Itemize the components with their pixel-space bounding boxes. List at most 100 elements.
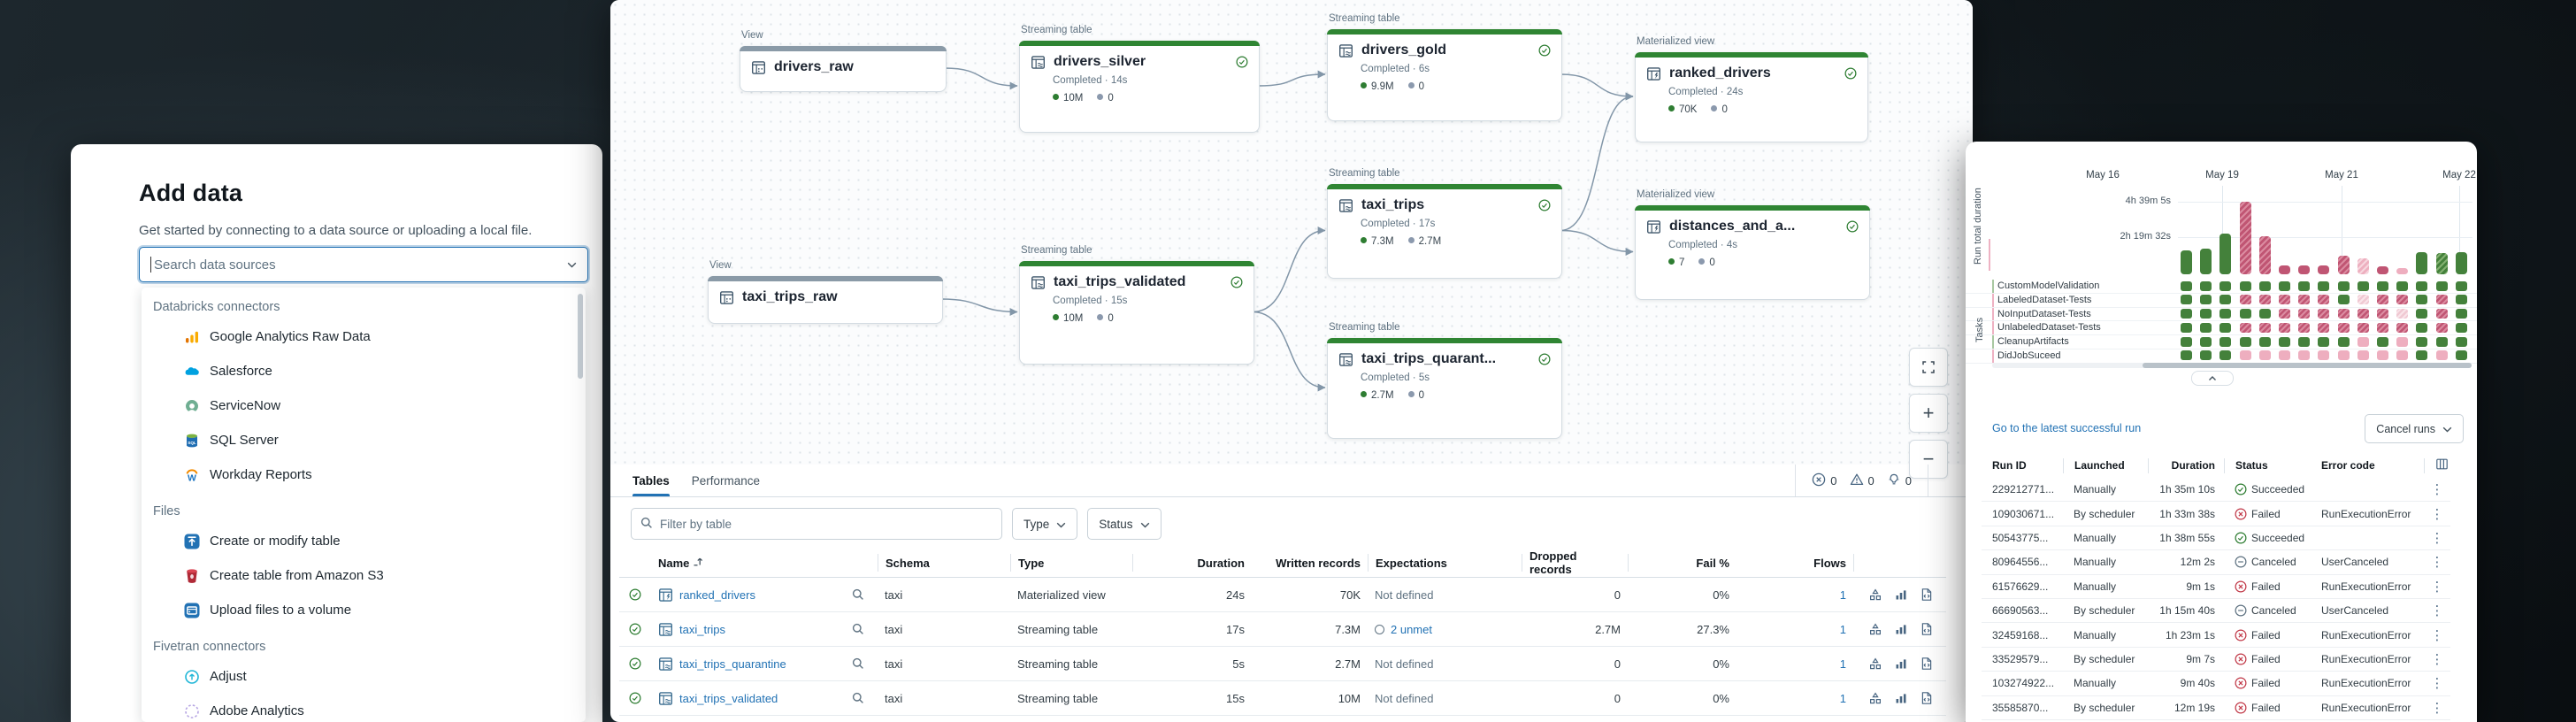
run-row-32459168[interactable]: 32459168... Manually 1h 23m 1s Failed Ru… [1982, 623, 2450, 648]
task-cell[interactable] [2377, 309, 2388, 319]
task-cell[interactable] [2220, 336, 2232, 347]
task-cell[interactable] [2258, 322, 2271, 333]
run-bar-8[interactable] [2318, 265, 2330, 274]
runs-column-header-status[interactable]: Status [2224, 457, 2311, 473]
column-header-fail-[interactable]: Fail % [1628, 554, 1736, 572]
task-cell[interactable] [2258, 336, 2271, 347]
search-row-icon[interactable] [852, 623, 864, 635]
file-code-icon[interactable] [1920, 657, 1934, 671]
task-cell[interactable] [2258, 309, 2271, 319]
run-id-cell[interactable]: 66690563... [1992, 604, 2049, 618]
row-menu-kebab-icon[interactable]: ⋮ [2430, 482, 2444, 498]
task-cell[interactable] [2416, 280, 2428, 291]
task-cell[interactable] [2298, 336, 2311, 347]
column-header-written-records[interactable]: Written records [1276, 556, 1361, 570]
file-code-icon[interactable] [1920, 691, 1934, 705]
task-cell[interactable] [2298, 322, 2311, 333]
connector-item-adjust[interactable]: Adjust [142, 659, 586, 694]
task-cell[interactable] [2416, 309, 2428, 319]
task-cell[interactable] [2279, 295, 2290, 305]
run-row-80964556[interactable]: 80964556... Manually 12m 2s Canceled Use… [1982, 550, 2450, 575]
task-cell[interactable] [2357, 350, 2369, 361]
task-cell[interactable] [2396, 295, 2409, 305]
task-cell[interactable] [2396, 309, 2409, 319]
connector-item-create-or-modify-table[interactable]: Create or modify table [142, 524, 586, 558]
task-cell[interactable] [2220, 280, 2232, 291]
filter-by-table-input[interactable]: Filter by table [631, 508, 1002, 540]
row-menu-kebab-icon[interactable]: ⋮ [2430, 700, 2444, 716]
task-cell[interactable] [2279, 350, 2290, 361]
task-cell[interactable] [2298, 280, 2311, 291]
task-cell[interactable] [2377, 350, 2388, 361]
task-cell[interactable] [2279, 280, 2290, 291]
matrix-scrollbar-thumb[interactable] [2143, 363, 2472, 368]
task-cell[interactable] [2455, 309, 2467, 319]
zoom-out-button[interactable]: − [1909, 440, 1948, 479]
row-menu-kebab-icon[interactable]: ⋮ [2430, 555, 2444, 571]
task-cell[interactable] [2239, 350, 2251, 361]
run-row-50543775[interactable]: 50543775... Manually 1h 38m 55s Succeede… [1982, 526, 2450, 551]
runs-column-header-duration[interactable]: Duration [2148, 457, 2224, 473]
task-cell[interactable] [2357, 336, 2369, 347]
row-menu-kebab-icon[interactable]: ⋮ [2430, 530, 2444, 546]
expectations-cell[interactable]: 2 unmet [1368, 623, 1522, 636]
run-row-103274922[interactable]: 103274922... Manually 9m 40s Failed RunE… [1982, 672, 2450, 696]
task-cell[interactable] [2181, 309, 2192, 319]
task-cell[interactable] [2416, 350, 2428, 361]
task-cell[interactable] [2239, 295, 2251, 305]
task-cell[interactable] [2357, 322, 2369, 333]
task-cell[interactable] [2200, 322, 2212, 333]
table-name-link[interactable]: taxi_trips_quarantine [679, 657, 786, 671]
task-cell[interactable] [2239, 309, 2251, 319]
connector-item-create-table-from-amazon-s3[interactable]: Create table from Amazon S3 [142, 558, 586, 593]
bar-chart-icon[interactable] [1894, 588, 1908, 602]
counter-bulb[interactable]: 0 [1887, 472, 1912, 489]
column-header-dropped-records[interactable]: Dropped records [1522, 549, 1628, 576]
task-cell[interactable] [2239, 280, 2251, 291]
task-cell[interactable] [2455, 322, 2467, 333]
row-menu-kebab-icon[interactable]: ⋮ [2430, 579, 2444, 595]
task-cell[interactable] [2298, 295, 2311, 305]
task-cell[interactable] [2337, 350, 2350, 361]
task-cell[interactable] [2337, 295, 2350, 305]
flow-icon[interactable] [1868, 622, 1882, 636]
columns-settings[interactable] [2424, 457, 2450, 473]
task-cell[interactable] [2318, 336, 2330, 347]
task-cell[interactable] [2435, 322, 2448, 333]
run-id-cell[interactable]: 229212771... [1992, 483, 2055, 496]
task-cell[interactable] [2377, 336, 2388, 347]
flows-cell[interactable]: 1 [1839, 657, 1846, 671]
task-cell[interactable] [2318, 280, 2330, 291]
task-cell[interactable] [2455, 295, 2467, 305]
task-cell[interactable] [2258, 280, 2271, 291]
table-row-taxi_trips_validated[interactable]: taxi_trips_validated taxi Streaming tabl… [619, 681, 1946, 716]
search-row-icon[interactable] [852, 588, 864, 601]
run-bar-15[interactable] [2455, 252, 2467, 274]
task-cell[interactable] [2435, 295, 2448, 305]
flow-icon[interactable] [1868, 588, 1882, 602]
task-cell[interactable] [2181, 322, 2192, 333]
task-cell[interactable] [2318, 350, 2330, 361]
task-cell[interactable] [2181, 336, 2192, 347]
flows-cell[interactable]: 1 [1839, 622, 1846, 636]
task-cell[interactable] [2435, 336, 2448, 347]
task-cell[interactable] [2258, 350, 2271, 361]
task-cell[interactable] [2318, 295, 2330, 305]
run-bar-6[interactable] [2279, 265, 2290, 274]
task-cell[interactable] [2377, 322, 2388, 333]
task-cell[interactable] [2279, 309, 2290, 319]
collapse-chart-button[interactable] [2191, 371, 2234, 386]
task-cell[interactable] [2200, 280, 2212, 291]
run-id-cell[interactable]: 80964556... [1992, 556, 2049, 569]
task-cell[interactable] [2318, 322, 2330, 333]
task-cell[interactable] [2181, 295, 2192, 305]
task-cell[interactable] [2357, 295, 2369, 305]
run-bar-4[interactable] [2239, 202, 2251, 274]
